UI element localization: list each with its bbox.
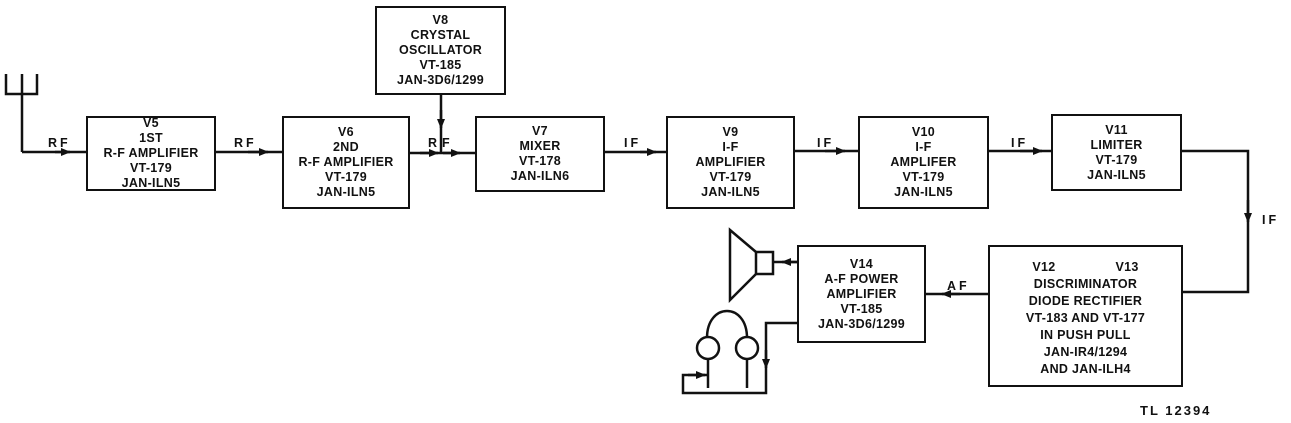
block-v5-1st-rf-amplifier: V5 1ST R-F AMPLIFIER VT-179 JAN-ILN5 (86, 116, 216, 191)
block-text: A-F POWER (824, 271, 899, 286)
block-text: V5 (143, 116, 159, 130)
block-text: AMPLIFIER (695, 155, 766, 169)
block-text: I-F (915, 140, 932, 154)
block-text: VT-185 (840, 301, 883, 316)
block-text: VT-179 (129, 161, 173, 175)
loudspeaker-icon (728, 227, 775, 304)
block-v6-2nd-rf-amplifier: V6 2ND R-F AMPLIFIER VT-179 JAN-ILN5 (282, 116, 410, 209)
block-v12-v13-discriminator: V12 V13 DISCRIMINATOR DIODE RECTIFIER VT… (988, 245, 1183, 387)
block-text: JAN-3D6/1299 (818, 316, 905, 331)
block-text: I-F (722, 140, 739, 154)
block-text: V9 (722, 125, 739, 139)
block-text: AMPLIFER (890, 155, 957, 169)
block-text: JAN-ILN5 (1087, 167, 1146, 182)
figure-code: TL 12394 (1140, 403, 1212, 418)
block-v10-if-amplifier: V10 I-F AMPLIFER VT-179 JAN-ILN5 (858, 116, 989, 209)
signal-label-rf: RF (428, 136, 455, 150)
block-text: JAN-ILN5 (316, 185, 376, 199)
block-text: CRYSTAL (410, 28, 471, 42)
block-text: V6 (338, 125, 354, 139)
block-text: JAN-ILN5 (121, 176, 181, 190)
block-text: DISCRIMINATOR (1033, 277, 1138, 291)
block-text: VT-179 (902, 170, 945, 184)
block-text: VT-178 (518, 154, 562, 168)
block-text: V12 (1032, 260, 1056, 274)
block-text: VT-185 (419, 58, 462, 72)
block-text: IN PUSH PULL (1040, 328, 1131, 342)
signal-label-if: IF (1262, 213, 1280, 227)
block-v11-limiter: V11 LIMITER VT-179 JAN-ILN5 (1051, 114, 1182, 191)
wire-v11-v12 (1181, 149, 1250, 294)
signal-label-if: IF (817, 136, 835, 150)
block-text: DIODE RECTIFIER (1028, 294, 1143, 308)
block-v14-af-power-amplifier: V14 A-F POWER AMPLIFIER VT-185 JAN-3D6/1… (797, 245, 926, 343)
block-text: JAN-3D6/1299 (397, 73, 484, 87)
block-text: 1ST (139, 131, 163, 145)
block-v8-crystal-oscillator: V8 CRYSTAL OSCILLATOR VT-185 JAN-3D6/129… (375, 6, 506, 95)
block-text: JAN-ILN6 (510, 169, 570, 183)
antenna-icon (4, 74, 39, 152)
signal-label-if: IF (624, 136, 642, 150)
block-v9-if-amplifier: V9 I-F AMPLIFIER VT-179 JAN-ILN5 (666, 116, 795, 209)
block-text: V8 (432, 13, 449, 27)
block-text: VT-179 (324, 170, 368, 184)
block-text: R-F AMPLIFIER (103, 146, 199, 160)
block-v7-mixer: V7 MIXER VT-178 JAN-ILN6 (475, 116, 605, 192)
signal-label-if: IF (1011, 136, 1029, 150)
block-text: V13 (1115, 260, 1139, 274)
block-text: 2ND (333, 140, 359, 154)
block-text: V11 (1105, 122, 1128, 137)
headphones-icon (695, 309, 760, 388)
signal-label-rf: RF (234, 136, 257, 150)
block-text: VT-179 (1095, 152, 1138, 167)
block-text: AND JAN-ILH4 (1040, 362, 1131, 376)
block-text: R-F AMPLIFIER (298, 155, 394, 169)
block-text: V14 (849, 256, 874, 271)
block-text: VT-179 (709, 170, 752, 184)
block-text: AMPLIFIER (826, 286, 897, 301)
block-text: JAN-ILN5 (701, 185, 760, 199)
block-text: V10 (911, 125, 936, 139)
block-text: JAN-ILN5 (894, 185, 953, 199)
block-text: VT-183 AND VT-177 (1025, 311, 1146, 325)
signal-label-rf: RF (48, 136, 71, 150)
block-text: V7 (532, 124, 548, 138)
block-text: JAN-IR4/1294 (1043, 345, 1128, 359)
wire-v14-headphones (681, 321, 797, 395)
block-text: LIMITER (1090, 137, 1143, 152)
signal-label-af: AF (947, 279, 970, 293)
block-text: OSCILLATOR (398, 43, 483, 57)
block-text: MIXER (519, 139, 561, 153)
